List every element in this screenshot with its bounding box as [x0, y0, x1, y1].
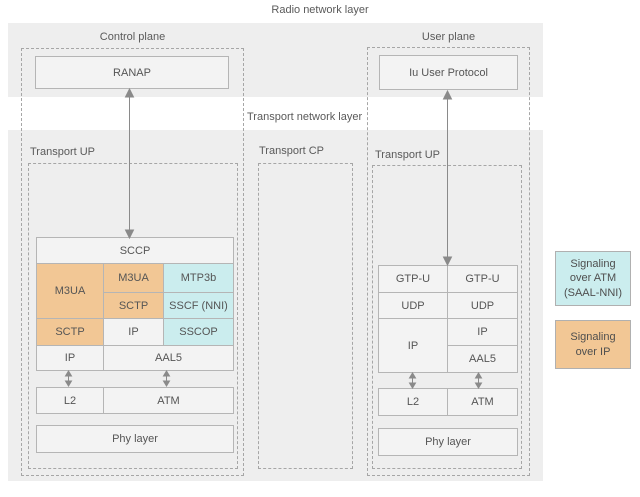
- l2-right-cell: L2: [378, 388, 448, 416]
- ip-mid-cell: IP: [103, 318, 164, 346]
- atm-left-cell: ATM: [103, 387, 234, 414]
- transport-up-right-label: Transport UP: [375, 149, 441, 161]
- sctp-cell: SCTP: [103, 292, 164, 319]
- sctp-left-cell: SCTP: [36, 318, 104, 346]
- user-plane-region: [367, 47, 530, 476]
- aal5-left-cell: AAL5: [103, 345, 234, 371]
- ip-right-cell: IP: [447, 318, 518, 346]
- udp-left-cell: UDP: [378, 292, 448, 319]
- legend-signaling-over-atm: Signaling over ATM (SAAL-NNI): [555, 251, 631, 306]
- m3ua-cell: M3UA: [103, 263, 164, 293]
- udp-right-cell: UDP: [447, 292, 518, 319]
- user-plane-label: User plane: [421, 31, 476, 43]
- radio-network-layer-title: Radio network layer: [271, 4, 369, 16]
- transport-cp-label: Transport CP: [259, 145, 325, 157]
- control-plane-region: [21, 48, 244, 476]
- atm-right-cell: ATM: [447, 388, 518, 416]
- gtpu-left-cell: GTP-U: [378, 265, 448, 293]
- ip-tall-cell: IP: [378, 318, 448, 373]
- gtpu-right-cell: GTP-U: [447, 265, 518, 293]
- sscop-cell: SSCOP: [163, 318, 234, 346]
- m3ua-tall-cell: M3UA: [36, 263, 104, 319]
- sscf-nni-cell: SSCF (NNI): [163, 292, 234, 319]
- ip-left-cell: IP: [36, 345, 104, 371]
- transport-up-left-label: Transport UP: [30, 146, 96, 158]
- control-plane-label: Control plane: [99, 31, 166, 43]
- sccp-cell: SCCP: [36, 237, 234, 264]
- transport-network-layer-title: Transport network layer: [247, 111, 363, 123]
- l2-left-cell: L2: [36, 387, 104, 414]
- ranap-box: RANAP: [35, 56, 229, 89]
- transport-up-left-region: [28, 163, 238, 469]
- phy-left-cell: Phy layer: [36, 425, 234, 453]
- aal5-right-cell: AAL5: [447, 345, 518, 373]
- transport-cp-region: [258, 163, 353, 469]
- legend-signaling-over-ip: Signaling over IP: [555, 320, 631, 369]
- iu-user-protocol-box: Iu User Protocol: [379, 55, 518, 90]
- phy-right-cell: Phy layer: [378, 428, 518, 456]
- mtp3b-cell: MTP3b: [163, 263, 234, 293]
